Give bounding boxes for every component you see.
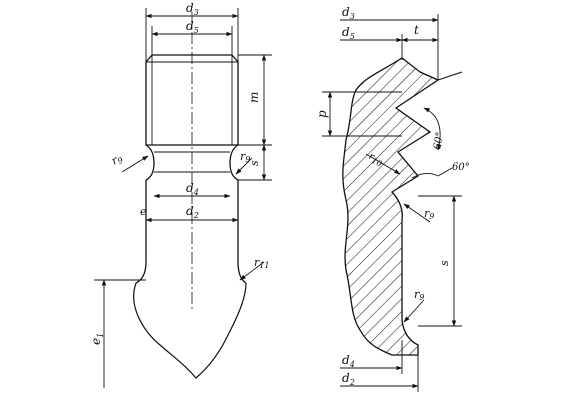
label-d3-right: d3 — [342, 5, 355, 21]
label-r10: r10 — [366, 151, 385, 169]
label-d5-right: d5 — [342, 25, 355, 41]
left-bolt-view — [133, 12, 247, 379]
right-section-view — [342, 57, 463, 356]
right-labels: d3 d5 t p 60° 60° r10 r9 r9 s d4 d2 — [315, 5, 470, 387]
label-t: t — [414, 23, 419, 37]
label-r9-left-a: r9 — [109, 151, 125, 168]
left-labels: d3 d5 m s d4 e d2 e1 r9 r9 r11 — [89, 1, 269, 345]
label-angle60-b: 60° — [452, 162, 470, 173]
left-dimensions — [94, 8, 272, 388]
label-r9-left-b: r9 — [240, 150, 250, 164]
label-p: p — [315, 110, 329, 118]
label-e: e — [140, 205, 147, 218]
label-e1: e1 — [89, 333, 105, 345]
label-m: m — [247, 92, 261, 103]
label-d4-right: d4 — [342, 353, 355, 369]
label-d4-left: d4 — [186, 181, 199, 197]
bolt-shank — [135, 180, 247, 284]
label-s-left: s — [248, 160, 261, 166]
label-d3-left: d3 — [186, 1, 199, 17]
label-angle60-a: 60° — [432, 131, 446, 150]
label-d2-left: d2 — [186, 204, 199, 220]
label-r9-right-b: r9 — [414, 288, 424, 302]
undercut-groove — [145, 144, 239, 181]
label-r11: r11 — [254, 256, 269, 270]
right-dimensions — [322, 14, 462, 392]
label-d2-right: d2 — [342, 371, 355, 387]
break-line — [133, 282, 247, 379]
label-r9-right-a: r9 — [424, 207, 434, 221]
label-d5-left: d5 — [186, 19, 199, 35]
hatched-section — [342, 57, 440, 356]
label-s-right: s — [438, 260, 451, 266]
